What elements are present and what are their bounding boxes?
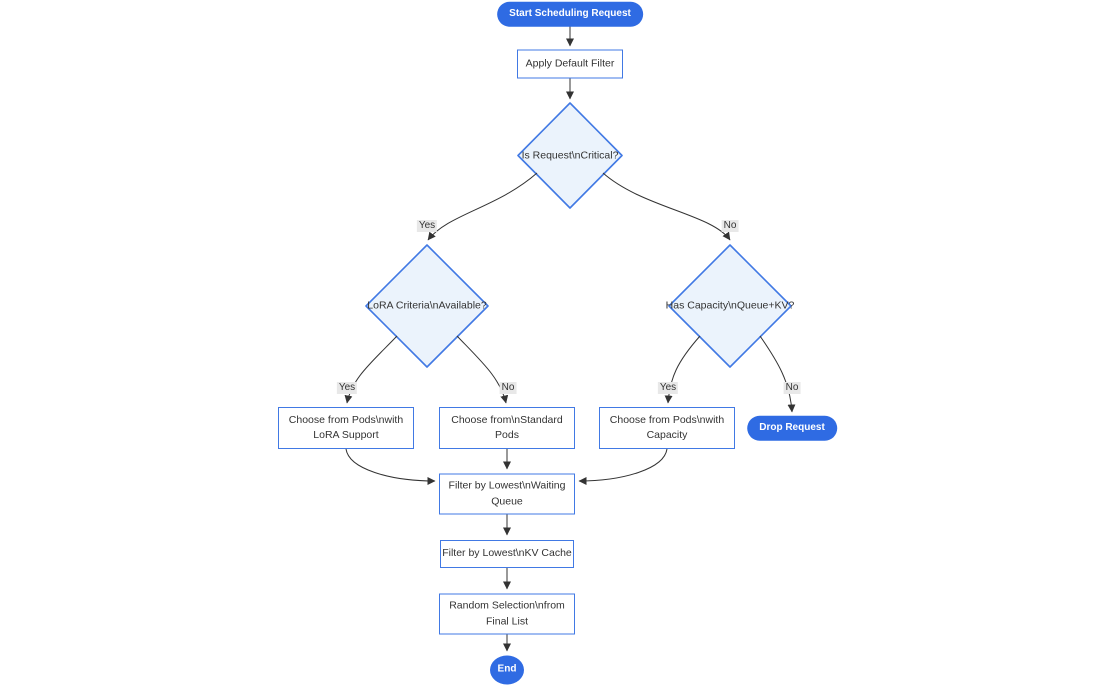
edge-lora-no-to-choose-standard-pods xyxy=(456,335,509,404)
node-random-selection-line1: Random Selection\nfrom xyxy=(449,599,565,612)
edge-choose-lora-pods-to-filter-queue xyxy=(345,448,436,485)
edge-label-capacity-no: No xyxy=(783,382,801,394)
node-choose-standard-pods-line1: Choose from\nStandard xyxy=(451,413,563,426)
edge-capacity-yes-to-choose-capacity-pods xyxy=(664,335,701,404)
edge-is-critical-yes-to-lora xyxy=(427,172,538,241)
node-filter-kv-cache: Filter by Lowest\nKV Cache xyxy=(440,540,574,568)
edge-label-lora-no: No xyxy=(499,382,517,394)
node-has-capacity-label: Has Capacity\nQueue+KV? xyxy=(665,299,795,312)
node-choose-capacity-pods: Choose from Pods\nwith Capacity xyxy=(599,407,735,449)
edge-label-critical-yes: Yes xyxy=(416,220,438,232)
node-drop-request: Drop Request xyxy=(747,415,837,441)
node-choose-capacity-pods-line1: Choose from Pods\nwith xyxy=(609,413,725,426)
edge-label-lora-yes: Yes xyxy=(336,382,358,394)
node-choose-lora-pods-line1: Choose from Pods\nwith xyxy=(288,413,404,426)
node-lora-criteria-label: LoRA Criteria\nAvailable? xyxy=(367,299,487,312)
node-is-critical-label: Is Request\nCritical? xyxy=(521,149,619,162)
node-filter-waiting-queue-line1: Filter by Lowest\nWaiting xyxy=(448,479,566,492)
node-choose-lora-pods: Choose from Pods\nwith LoRA Support xyxy=(278,407,414,449)
edge-choose-capacity-pods-to-filter-queue xyxy=(578,448,668,485)
node-filter-waiting-queue-line2: Queue xyxy=(491,495,523,507)
node-filter-waiting-queue: Filter by Lowest\nWaiting Queue xyxy=(439,473,575,515)
edge-lora-yes-to-choose-lora-pods xyxy=(344,335,398,404)
edge-capacity-no-to-drop-request xyxy=(759,335,796,413)
decision-is-critical-shape xyxy=(517,102,623,209)
node-end: End xyxy=(490,655,524,685)
node-filter-kv-cache-label: Filter by Lowest\nKV Cache xyxy=(442,547,572,560)
edge-label-capacity-yes: Yes xyxy=(657,382,679,394)
node-apply-default-filter: Apply Default Filter xyxy=(517,49,623,79)
node-random-selection-line2: Final List xyxy=(485,615,528,627)
edge-label-critical-no: No xyxy=(721,220,739,232)
node-drop-request-label: Drop Request xyxy=(759,421,825,433)
node-random-selection: Random Selection\nfrom Final List xyxy=(439,593,575,635)
node-apply-default-filter-label: Apply Default Filter xyxy=(525,57,615,70)
node-choose-capacity-pods-line2: Capacity xyxy=(646,429,688,441)
node-start: Start Scheduling Request xyxy=(497,1,643,27)
node-start-label: Start Scheduling Request xyxy=(509,7,631,19)
node-choose-standard-pods: Choose from\nStandard Pods xyxy=(439,407,575,449)
node-end-label: End xyxy=(497,663,517,675)
node-choose-lora-pods-line2: LoRA Support xyxy=(313,429,379,441)
edge-is-critical-no-to-capacity xyxy=(602,172,731,241)
node-choose-standard-pods-line2: Pods xyxy=(495,429,519,441)
